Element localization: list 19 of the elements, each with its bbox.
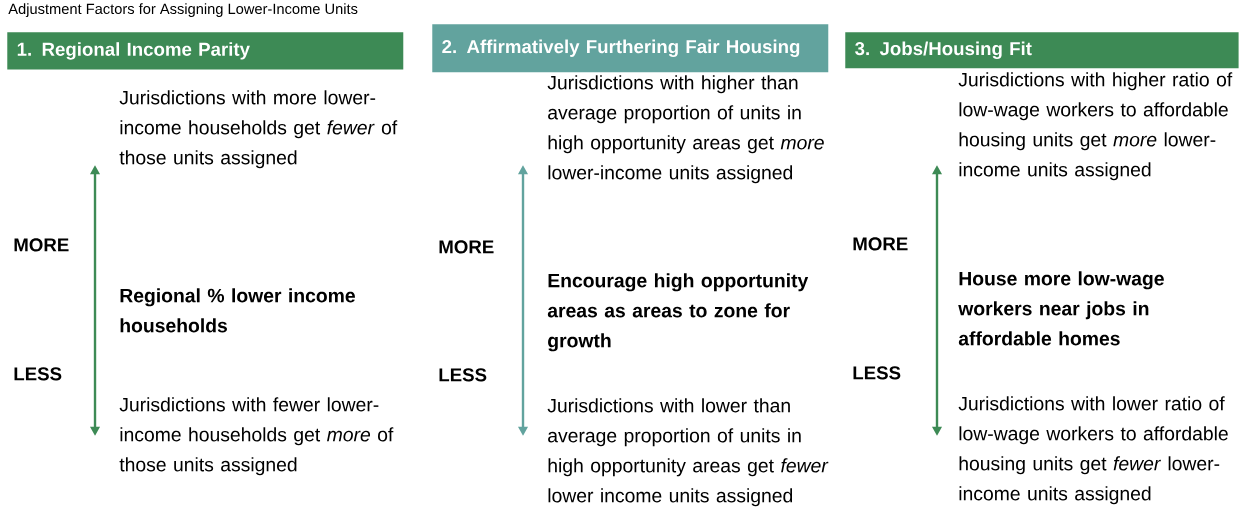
focus-text: Encourage high opportunity areas as areas to zone for growth <box>547 273 809 352</box>
header-band: 3. Jobs/Housing Fit <box>845 32 1239 69</box>
description-text: Jurisdictions with higher than average proportion of units in high opportunity areas get more lower-income units assigned <box>547 75 824 184</box>
scale-label: MORE <box>439 240 494 254</box>
description-text: Jurisdictions with lower ratio of low-wage workers to affordable housing units get fewer lower-income units assigned <box>958 396 1228 505</box>
scale-label: MORE <box>14 238 69 252</box>
title: Adjustment Factors for Assigning Lower-Income Units <box>8 3 358 17</box>
description-text: Jurisdictions with more lower-income households get fewer of those units assigned <box>119 90 398 169</box>
header-band: 2. Affirmatively Furthering Fair Housing <box>432 24 829 73</box>
description-text: Jurisdictions with fewer lower-income households get more of those units assigned <box>119 397 394 476</box>
focus-text: Regional % lower income households <box>120 288 355 333</box>
description-text: Jurisdictions with lower than average proportion of units in high opportunity areas get fewer lower income units assigned <box>547 398 829 507</box>
description-text: Jurisdictions with higher ratio of low-wage workers to affordable housing units get more lower-income units assigned <box>958 72 1233 181</box>
scale-label: LESS <box>439 368 487 382</box>
header-band: 1. Regional Income Parity <box>7 32 404 70</box>
scale-label: LESS <box>853 366 901 380</box>
focus-text: House more low-wage workers near jobs in affordable homes <box>958 271 1164 346</box>
scale-label: MORE <box>853 237 908 251</box>
scale-label: LESS <box>14 367 62 381</box>
